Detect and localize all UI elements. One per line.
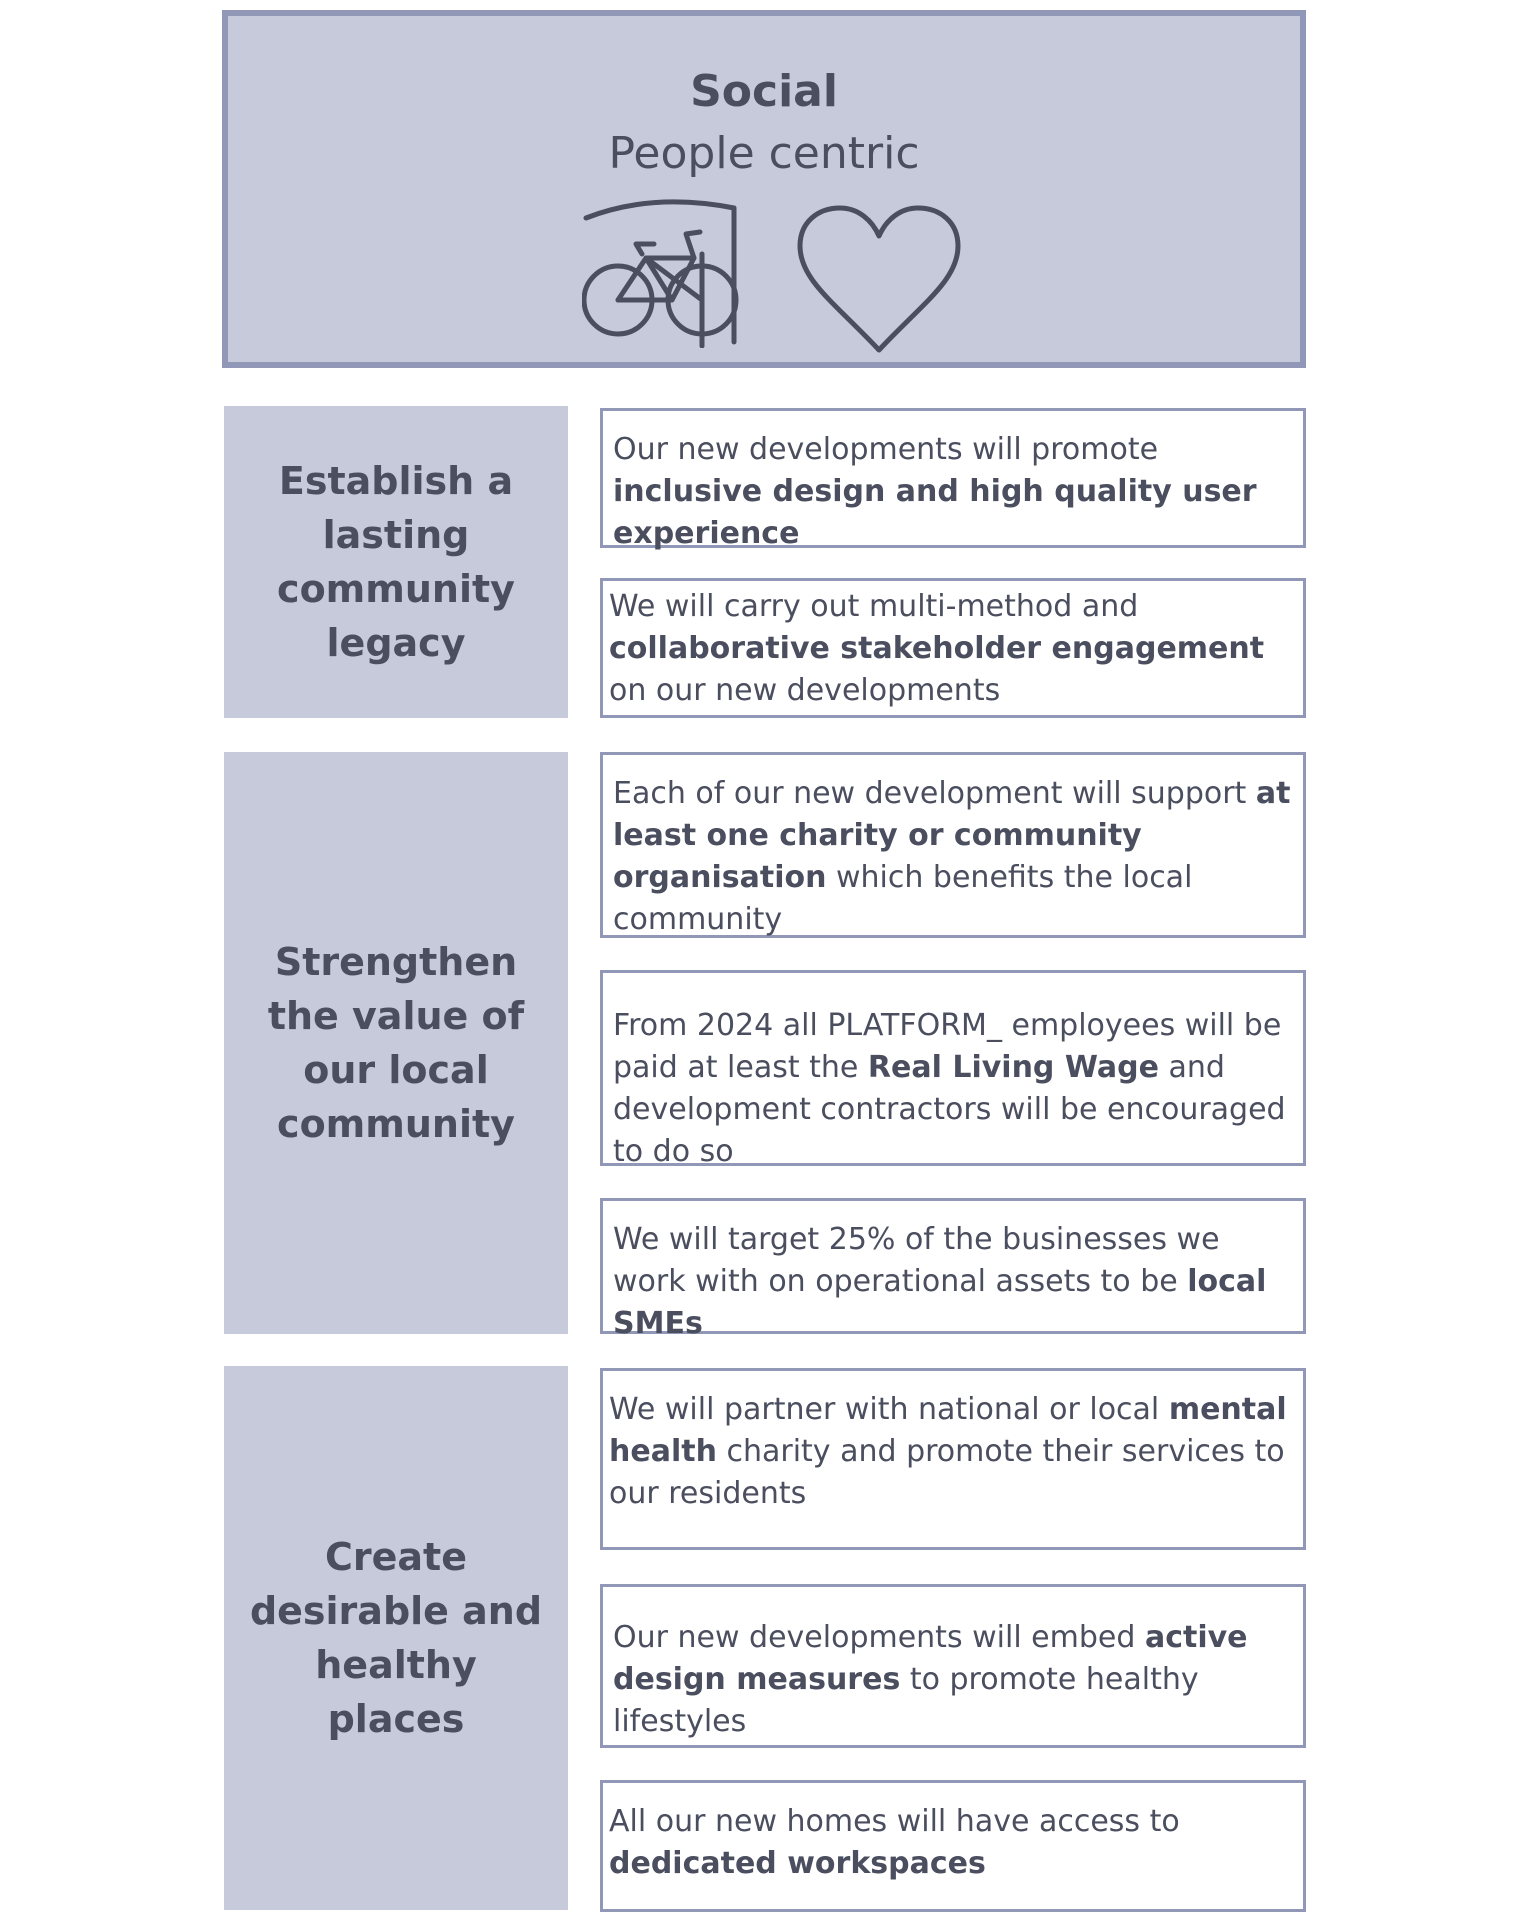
page-title: Social xyxy=(690,66,838,117)
pillar-local-community: Strengthen the value of our local commun… xyxy=(224,752,568,1334)
heart-icon xyxy=(797,205,961,353)
page-subtitle: People centric xyxy=(608,128,920,179)
commitment-active-design: Our new developments will embed active d… xyxy=(600,1584,1306,1748)
pillar-healthy-places: Create desirable and healthy places xyxy=(224,1366,568,1910)
pillar-community-legacy: Establish a lasting community legacy xyxy=(224,406,568,718)
commitment-charity-support: Each of our new development will support… xyxy=(600,752,1306,938)
commitment-stakeholder-engagement: We will carry out multi-method and colla… xyxy=(600,578,1306,718)
bicycle-shelter-icon xyxy=(582,199,739,348)
social-header-panel: Social People centric xyxy=(222,10,1306,368)
commitment-inclusive-design: Our new developments will promote inclus… xyxy=(600,408,1306,551)
commitment-local-smes: We will target 25% of the businesses we … xyxy=(600,1198,1306,1341)
commitment-workspaces: All our new homes will have access to de… xyxy=(600,1780,1306,1912)
commitment-mental-health: We will partner with national or local m… xyxy=(600,1368,1306,1550)
commitment-living-wage: From 2024 all PLATFORM_ employees will b… xyxy=(600,970,1306,1169)
